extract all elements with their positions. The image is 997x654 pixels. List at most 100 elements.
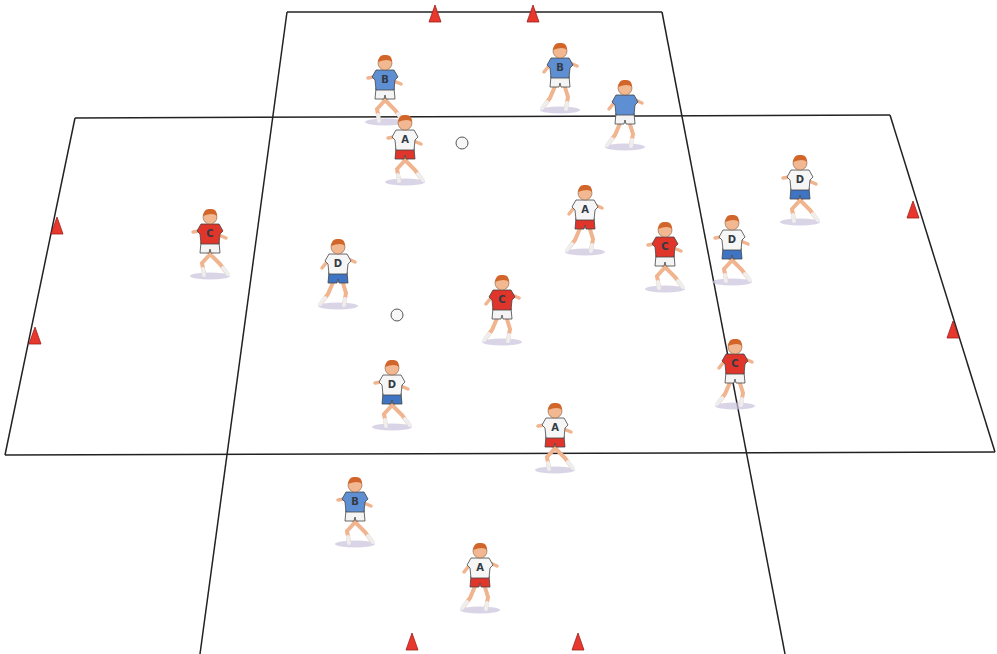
player-figure: [715, 339, 755, 410]
hair: [331, 239, 345, 246]
shirt-letter: A: [551, 423, 559, 433]
player-figure: [780, 155, 820, 226]
ball: [391, 309, 403, 321]
shirt-letter: C: [206, 229, 213, 239]
shirt-letter: C: [731, 359, 738, 369]
socks: [548, 462, 573, 469]
socks: [542, 102, 567, 109]
cone: [527, 5, 539, 22]
socks: [658, 281, 683, 288]
player-figure: [335, 477, 375, 548]
pitch-line: [75, 115, 890, 118]
cone: [947, 321, 959, 338]
shirt: [547, 58, 573, 78]
ball: [456, 137, 468, 149]
shirt: [542, 418, 568, 438]
player-figure: [535, 403, 575, 474]
shirt-letter: D: [334, 259, 342, 269]
players: [190, 43, 820, 614]
hair: [348, 477, 362, 484]
hair: [548, 403, 562, 410]
hair: [553, 43, 567, 50]
shirt: [392, 130, 418, 150]
shadow: [318, 303, 358, 310]
shirt: [467, 558, 493, 578]
shirt-letter: C: [661, 242, 668, 252]
socks: [725, 274, 750, 281]
shirt-letter: B: [556, 63, 564, 73]
socks: [607, 139, 632, 146]
socks: [717, 398, 742, 405]
cone: [907, 201, 919, 218]
hair: [658, 222, 672, 229]
shadow: [190, 273, 230, 280]
cone: [51, 217, 63, 234]
pitch-line: [890, 115, 995, 452]
shadow: [780, 219, 820, 226]
player-figure: [482, 275, 522, 346]
shirt: [719, 230, 745, 250]
pitch-lines: [5, 12, 995, 654]
shirt-letter: B: [351, 497, 359, 507]
cones: [29, 5, 959, 650]
hair: [793, 155, 807, 162]
shadow: [540, 107, 580, 114]
hair: [398, 115, 412, 122]
player-figure: [190, 209, 230, 280]
player-figure: [712, 215, 752, 286]
hair: [495, 275, 509, 282]
shadow: [712, 279, 752, 286]
pitch-line: [200, 12, 287, 654]
shirt: [572, 200, 598, 220]
shirt: [197, 224, 223, 244]
shirt-letter: A: [401, 135, 409, 145]
shirt-letter: D: [796, 175, 804, 185]
hair: [203, 209, 217, 216]
balls: [391, 137, 468, 321]
shadow: [645, 286, 685, 293]
shirt: [652, 237, 678, 257]
player-figure: [460, 543, 500, 614]
shirt-letter: A: [581, 205, 589, 215]
pitch-line: [5, 118, 75, 455]
shirt: [489, 290, 515, 310]
hair: [378, 55, 392, 62]
hair: [385, 360, 399, 367]
player-figure: [385, 115, 425, 186]
shirt: [612, 95, 638, 115]
shirt: [787, 170, 813, 190]
cone: [406, 633, 418, 650]
pitch-line: [287, 11, 662, 13]
pitch-line: [662, 12, 785, 654]
player-figure: [565, 185, 605, 256]
player-figure: [645, 222, 685, 293]
hair: [578, 185, 592, 192]
hair: [728, 339, 742, 346]
socks: [793, 214, 818, 221]
hair: [618, 80, 632, 87]
socks: [567, 244, 592, 251]
hair: [473, 543, 487, 550]
socks: [398, 174, 423, 181]
socks: [462, 602, 487, 609]
player-figure: [365, 55, 405, 126]
socks: [385, 419, 410, 426]
shirt: [722, 354, 748, 374]
player-figure: [540, 43, 580, 114]
shirt: [372, 70, 398, 90]
socks: [320, 298, 345, 305]
socks: [203, 268, 228, 275]
shirt-letter: D: [388, 380, 396, 390]
player-figure: [318, 239, 358, 310]
socks: [348, 536, 373, 543]
shadow: [482, 339, 522, 346]
shadow: [565, 249, 605, 256]
shadow: [372, 424, 412, 431]
hair: [725, 215, 739, 222]
socks: [484, 334, 509, 341]
shadow: [460, 607, 500, 614]
cone: [572, 633, 584, 650]
cone: [29, 327, 41, 344]
shadow: [715, 403, 755, 410]
